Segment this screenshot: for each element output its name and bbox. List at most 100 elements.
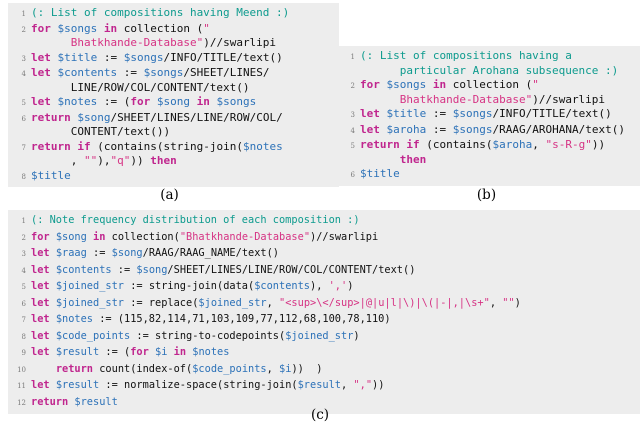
code-token: "s-R-g" [545,138,592,151]
code-token: (: List of compositions having a particu… [360,49,619,77]
code-token: let [31,263,50,276]
code-token: $code_points [192,362,267,375]
code-text: let $joined_str := replace($joined_str, … [31,296,521,312]
code-line: 3 let $title := $songs/INFO/TITLE/text() [12,51,335,67]
code-token: := [426,107,453,120]
code-line: 8$title [12,169,335,185]
code-text: return $result [31,395,118,411]
code-token: , [341,379,354,391]
code-token: $title [57,50,98,64]
code-token: let [31,95,51,108]
code-listing-b: 1(: List of compositions having a partic… [337,46,640,186]
code-token: $title [360,167,400,180]
code-token: let [360,122,380,136]
line-number: 7 [21,143,26,152]
code-token: $result [55,346,100,358]
code-token: := string-to-codepoints( [130,329,286,342]
code-token: := normalize-space(string-join( [99,379,298,391]
code-token: := [86,247,112,259]
code-token: /INFO/TITLE/text() [492,107,612,120]
code-line: 1(: Note frequency distribution of each … [12,213,637,230]
code-token: collection ( [117,21,204,35]
code-token: /RAAG/RAAG_NAME/text() [142,247,280,259]
code-token: $song [136,263,168,276]
code-token: let [360,107,380,120]
code-line: 5 let $joined_str := string-join(data($co… [12,279,637,296]
code-token: $joined_str [198,296,267,309]
code-token: )//swarlipi [532,92,606,106]
code-token: $songs [123,50,164,64]
code-token: let [31,280,50,292]
code-token: /SHEET/LINES/LINE/ROW/COL/CONTENT/text() [167,263,416,276]
code-token: return [31,395,69,408]
code-token: $aroha [386,122,427,136]
code-text: let $joined_str := string-join(data($con… [31,279,353,295]
code-token: for [31,21,51,35]
code-text: let $title := $songs/INFO/TITLE/text() [31,51,283,66]
code-token: , [489,296,503,309]
line-number: 6 [21,114,26,123]
line-number: 3 [21,54,26,63]
code-token: "<sup>\</sup>|@|u|l|\)|\(|-|,|\s+" [279,296,490,309]
code-token: )//swarlipi [203,36,277,49]
code-token: /RAAG/AROHANA/text() [492,122,625,136]
code-token: (contains( [419,138,493,151]
code-token: $notes [55,313,94,325]
code-line: 7 let $notes := (115,82,114,71,103,109,77… [12,312,637,329]
code-token: $result [55,379,100,391]
code-token: $result [74,395,118,408]
code-token: $contents [57,66,118,79]
code-token: Bhatkhande-Database" [70,36,204,49]
code-text: let $notes := (115,82,114,71,103,109,77,… [31,312,391,328]
line-number: 4 [350,126,355,135]
code-token: "" [83,154,98,167]
line-number: 7 [21,316,26,324]
code-token: (: Note frequency distribution of each c… [31,214,360,226]
code-token: ) [353,329,360,342]
line-number: 2 [350,82,355,90]
code-token: let [31,346,50,358]
code-text: for $song in collection("Bhatkhande-Data… [31,230,378,246]
code-token: $title [386,107,427,120]
code-token: $song [55,230,87,243]
code-text: let $contents := $song/SHEET/LINES/LINE/… [31,263,415,279]
line-number: 11 [17,382,26,390]
code-token: )) ) [291,362,323,375]
code-token: let [31,313,50,325]
code-token: := [117,66,144,79]
code-token: in [196,95,210,108]
code-token: ) [347,280,354,292]
caption-c: (c) [310,407,330,423]
code-token [51,51,58,64]
code-token: , [532,138,546,151]
line-number: 6 [350,171,355,179]
code-token: " [203,21,210,35]
code-token: )) [591,138,606,151]
code-token: := [97,50,124,64]
code-token: := string-join(data( [124,280,255,292]
code-line: 4 let $aroha := $songs/RAAG/AROHANA/text(… [341,123,640,139]
code-text: let $title := $songs/INFO/TITLE/text() [360,107,612,122]
code-text: let $result := normalize-space(string-jo… [31,378,384,394]
code-text: return if (contains(string-join($notes ,… [31,140,283,169]
code-token [51,95,58,108]
code-token: $contents [55,263,112,276]
code-text: for $songs in collection (" Bhatkhande-D… [31,22,276,51]
code-token: ), [310,280,329,292]
code-token: := ( [97,95,131,108]
code-token: in [93,230,106,243]
code-token: let [31,66,51,79]
line-number: 5 [21,283,26,291]
code-token: " [532,78,539,91]
code-text: let $aroha := $songs/RAAG/AROHANA/text() [360,123,625,138]
code-token: for [360,78,380,91]
code-text: let $notes := (for $song in $songs [31,95,256,110]
code-token [380,107,387,120]
line-number: 4 [21,70,26,78]
code-token: $songs [143,66,184,79]
